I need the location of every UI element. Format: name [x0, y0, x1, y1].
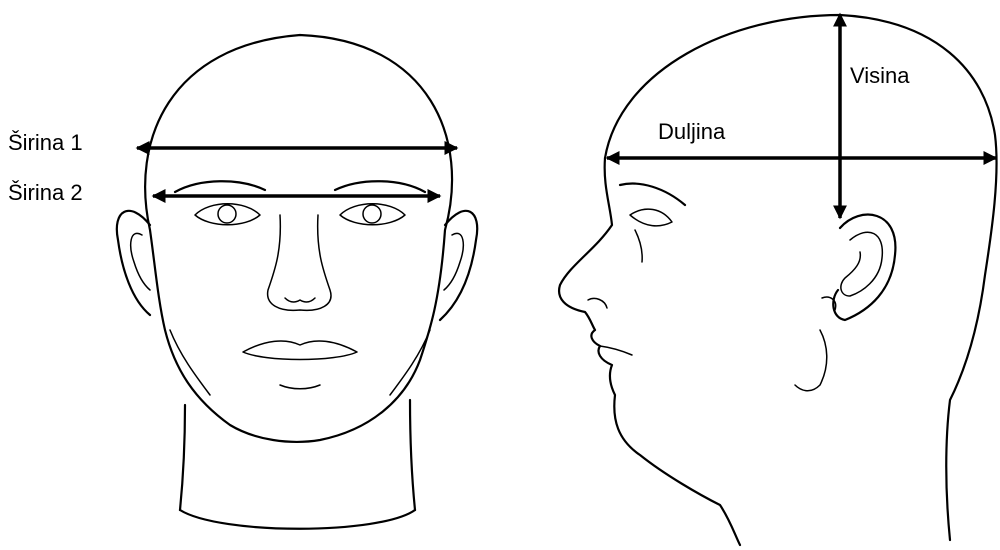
- front-nose-nostrils: [285, 298, 315, 302]
- front-mouth: [243, 341, 357, 360]
- side-face-profile: [559, 158, 740, 545]
- front-left-iris: [218, 205, 236, 223]
- side-ear-inner: [841, 232, 882, 296]
- front-cheek-lines: [170, 330, 430, 395]
- front-left-eye: [195, 204, 260, 225]
- side-view-head: [559, 15, 996, 545]
- front-right-eyebrow: [335, 181, 425, 192]
- front-view-head: [117, 35, 477, 529]
- side-head-outline: [605, 15, 997, 540]
- side-jaw: [795, 330, 827, 391]
- width-2-label: Širina 2: [8, 182, 83, 204]
- front-left-ear: [117, 211, 150, 315]
- front-right-iris: [363, 205, 381, 223]
- side-nostril: [588, 298, 607, 308]
- height-label: Visina: [850, 65, 910, 87]
- side-eye: [630, 209, 672, 226]
- front-chin-line: [280, 385, 320, 389]
- length-label: Duljina: [658, 121, 725, 143]
- side-eyebrow: [620, 184, 685, 205]
- front-right-ear-inner: [444, 233, 463, 290]
- front-right-eye: [340, 204, 405, 225]
- front-neck: [180, 400, 415, 510]
- front-nose: [268, 215, 331, 310]
- front-neck-base: [180, 510, 415, 529]
- width-1-label: Širina 1: [8, 132, 83, 154]
- front-left-ear-inner: [131, 233, 150, 290]
- side-lips: [600, 346, 632, 355]
- side-eye-crease: [635, 230, 642, 262]
- front-head-outline: [145, 35, 452, 442]
- side-ear: [833, 215, 895, 320]
- front-left-eyebrow: [175, 181, 265, 192]
